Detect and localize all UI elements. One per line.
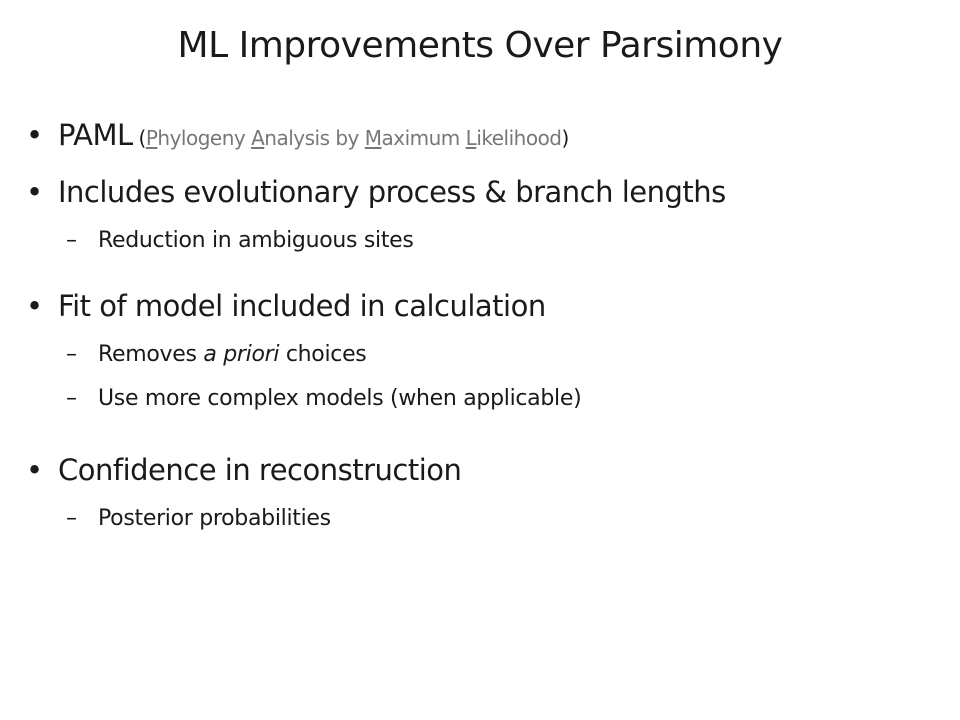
acronym-rest-m: aximum xyxy=(381,126,466,150)
bullet-glyph: • xyxy=(26,175,43,209)
dash-glyph: – xyxy=(66,342,77,367)
paml-close-paren: ) xyxy=(561,126,570,150)
sub-bullet-text: Use more complex models (when applicable… xyxy=(98,386,582,411)
sub-bullet-text: Reduction in ambiguous sites xyxy=(98,228,414,253)
spacer xyxy=(26,421,936,443)
sub-bullet-posterior: – Posterior probabilities xyxy=(26,497,936,541)
acronym-initial-l: L xyxy=(465,126,477,150)
acronym-rest-l: ikelihood xyxy=(476,126,562,150)
bullet-glyph: • xyxy=(26,289,43,323)
bullet-model-fit: • Fit of model included in calculation xyxy=(26,279,936,333)
paml-acronym: Phylogeny Analysis by Maximum Likelihood xyxy=(146,126,562,150)
sub-bullet-text: Posterior probabilities xyxy=(98,506,331,531)
sub-bullet-a-priori: – Removes a priori choices xyxy=(26,333,936,377)
bullet-confidence: • Confidence in reconstruction xyxy=(26,443,936,497)
bullet-paml: • PAML (Phylogeny Analysis by Maximum Li… xyxy=(26,108,936,165)
slide-content: • PAML (Phylogeny Analysis by Maximum Li… xyxy=(26,108,936,541)
dash-glyph: – xyxy=(66,506,77,531)
acronym-initial-m: M xyxy=(364,126,382,150)
bullet-text: Confidence in reconstruction xyxy=(58,453,462,487)
bullet-glyph: • xyxy=(26,453,43,487)
sub-bullet-ambiguous-sites: – Reduction in ambiguous sites xyxy=(26,219,936,263)
slide-title: ML Improvements Over Parsimony xyxy=(177,25,783,66)
sub-bullet-text-before: Removes xyxy=(98,342,204,367)
sub-bullet-complex-models: – Use more complex models (when applicab… xyxy=(26,377,936,421)
acronym-rest-a: nalysis by xyxy=(264,126,365,150)
spacer xyxy=(26,263,936,279)
bullet-text: Fit of model included in calculation xyxy=(58,289,546,323)
bullet-text: Includes evolutionary process & branch l… xyxy=(58,175,726,209)
paml-label: PAML xyxy=(58,118,133,152)
bullet-glyph: • xyxy=(26,118,43,152)
bullet-evolutionary-process: • Includes evolutionary process & branch… xyxy=(26,165,936,219)
acronym-rest-p: hylogeny xyxy=(157,126,252,150)
paml-open-paren: ( xyxy=(132,126,147,150)
dash-glyph: – xyxy=(66,228,77,253)
sub-bullet-text-italic: a priori xyxy=(203,342,280,367)
acronym-initial-p: P xyxy=(145,126,158,150)
sub-bullet-text-after: choices xyxy=(279,342,367,367)
acronym-initial-a: A xyxy=(251,126,265,150)
dash-glyph: – xyxy=(66,386,77,411)
